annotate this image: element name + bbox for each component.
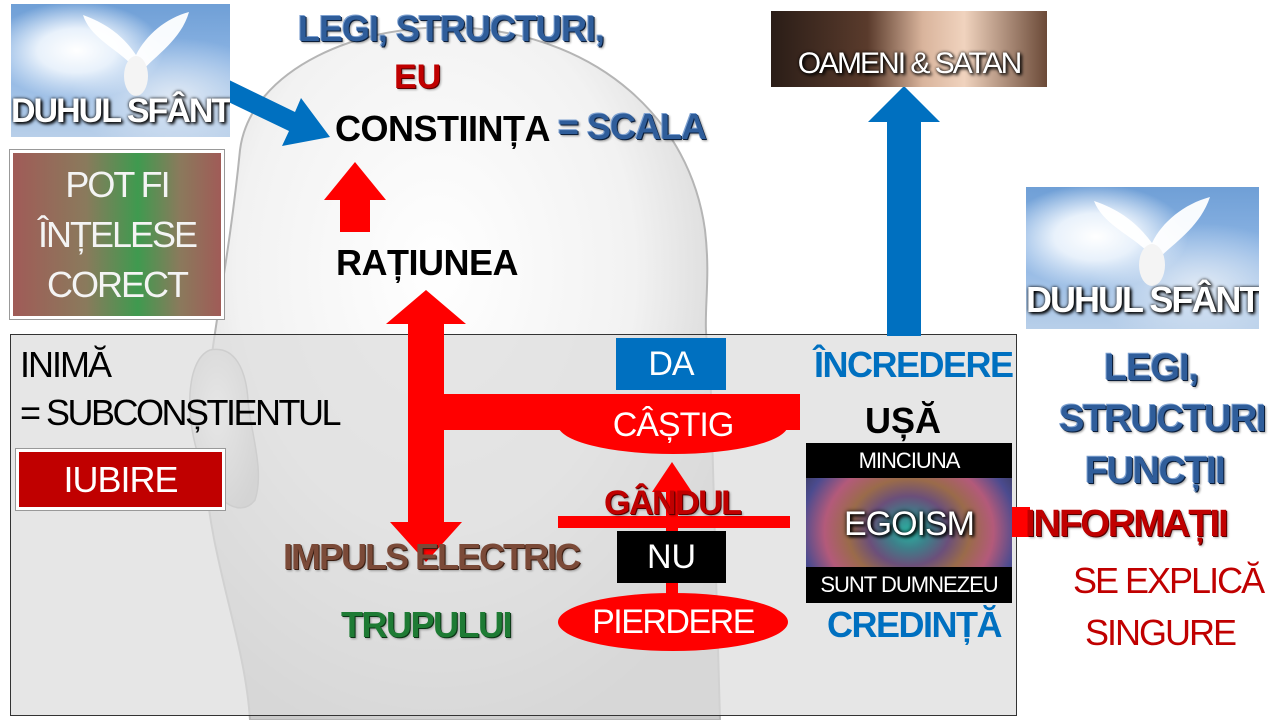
- heart-title: INIMĂ: [20, 344, 112, 385]
- head-eu-text: EU: [394, 58, 442, 96]
- door-text: UȘĂ: [865, 400, 942, 441]
- lie-band: MINCIUNA: [806, 443, 1012, 478]
- reason-text: RAȚIUNEA: [336, 242, 519, 283]
- people-image: OAMENI & SATAN: [771, 11, 1047, 87]
- no-box: NU: [617, 531, 726, 583]
- gain-ellipse: CÂȘTIG: [558, 396, 788, 454]
- explain-line-2: SINGURE: [1085, 612, 1237, 653]
- iamgod-label: SUNT DUMNEZEU: [820, 572, 998, 597]
- scale-text: = SCALA: [558, 106, 707, 147]
- correct-line-2: ÎNȚELESE: [37, 214, 198, 255]
- heart-subtitle: = SUBCONȘTIENTUL: [20, 392, 342, 433]
- ego-image: MINCIUNA EGOISM SUNT DUMNEZEU: [806, 443, 1012, 603]
- impulse-text: IMPULS ELECTRIC: [283, 536, 581, 577]
- correctly-understood-box: [10, 150, 224, 319]
- blue-arrow-up-to-people: [868, 86, 940, 336]
- da-label: DA: [648, 345, 694, 383]
- loss-ellipse: PIERDERE: [558, 593, 788, 651]
- blue-arrow-dove-to-conscience: [218, 78, 330, 146]
- no-label: NU: [646, 538, 697, 576]
- red-arrow-up-to-conscience: [324, 162, 386, 232]
- right-functions-text: FUNCȚII: [1085, 450, 1226, 492]
- right-structures-text: STRUCTURI: [1059, 398, 1267, 440]
- dove-icon: [83, 12, 189, 96]
- dove-icon-right: [1094, 197, 1210, 286]
- correct-line-1: POT FI: [65, 164, 170, 205]
- da-box: DA: [616, 338, 726, 390]
- people-label: OAMENI & SATAN: [797, 47, 1023, 80]
- thought-text: GÂNDUL: [604, 484, 742, 522]
- correctly-understood-text: POT FI ÎNȚELESE CORECT: [10, 160, 224, 310]
- body-text: TRUPULUI: [341, 604, 513, 645]
- dove-image-right: DUHUL SFÂNT: [1026, 187, 1259, 329]
- conscience-text: CONSTIINȚA: [335, 108, 551, 149]
- ego-label: EGOISM: [843, 505, 975, 543]
- loss-label: PIERDERE: [592, 603, 755, 641]
- dove-left-label: DUHUL SFÂNT: [11, 92, 230, 130]
- thought-line: [558, 516, 790, 528]
- dove-right-label: DUHUL SFÂNT: [1026, 279, 1259, 320]
- right-info-text: INFORMAȚII: [1025, 503, 1229, 545]
- love-box: IUBIRE: [16, 449, 225, 510]
- iamgod-band: SUNT DUMNEZEU: [806, 567, 1012, 603]
- faith-text: CREDINȚĂ: [827, 604, 1003, 645]
- correct-line-3: CORECT: [47, 264, 189, 305]
- dove-image-left: DUHUL SFÂNT: [11, 4, 230, 137]
- explain-line-1: SE EXPLICĂ: [1073, 560, 1265, 601]
- trust-text: ÎNCREDERE: [814, 344, 1014, 385]
- head-laws-text: LEGI, STRUCTURI,: [298, 8, 605, 49]
- lie-label: MINCIUNA: [858, 448, 961, 473]
- right-laws-text: LEGI,: [1104, 347, 1199, 389]
- gain-label: CÂȘTIG: [612, 406, 735, 444]
- love-label: IUBIRE: [63, 459, 178, 500]
